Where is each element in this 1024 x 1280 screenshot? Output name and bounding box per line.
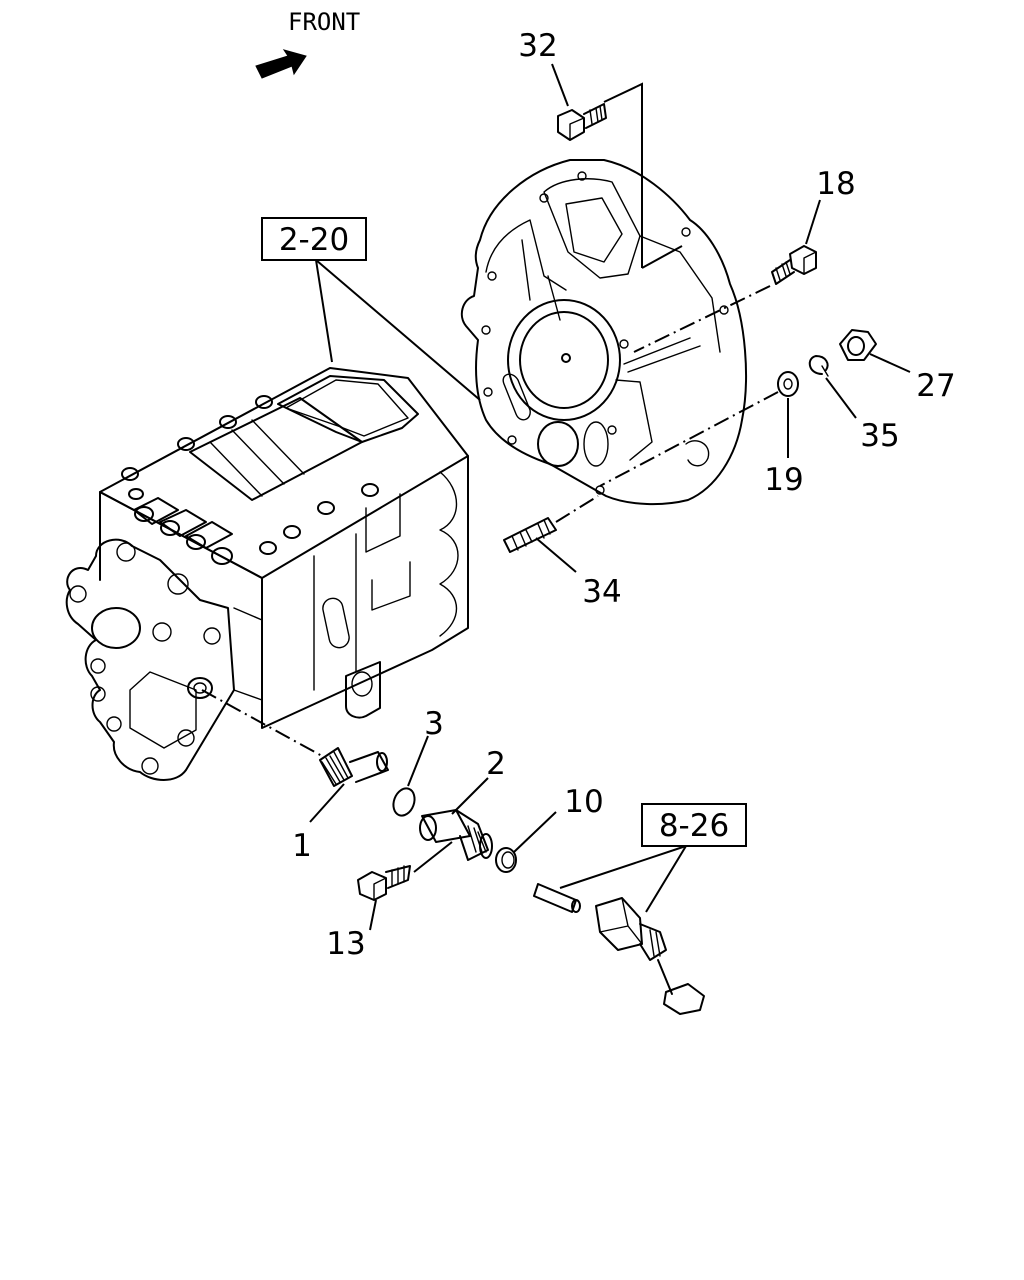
ref-box-2-20[interactable]: 2-20 — [261, 217, 367, 261]
stud-34 — [503, 517, 557, 553]
callout-labels: 32 18 27 35 19 34 3 2 10 1 13 — [292, 28, 956, 962]
seal-ring-10 — [495, 847, 517, 873]
ref-box-label: 8-26 — [659, 808, 729, 844]
callout-13: 13 — [326, 926, 365, 962]
speed-sensor-2 — [419, 809, 493, 861]
top-bolts — [121, 395, 379, 555]
bolt-18 — [771, 245, 817, 285]
nut-27 — [839, 329, 877, 361]
leader-lines — [201, 63, 911, 931]
callout-35: 35 — [860, 418, 899, 454]
front-direction-label: FRONT — [288, 8, 360, 36]
ref-box-label: 2-20 — [279, 222, 349, 258]
callout-32: 32 — [518, 28, 557, 64]
shift-rods — [133, 497, 233, 565]
transmission-case — [65, 367, 469, 781]
pin-8-26 — [533, 883, 581, 913]
shaft-1 — [319, 747, 389, 787]
callout-18: 18 — [816, 166, 855, 202]
pressure-switch-8-26 — [595, 897, 705, 1015]
callout-19: 19 — [764, 462, 803, 498]
bolt-13 — [357, 865, 411, 901]
bolt-32 — [557, 103, 607, 141]
callout-10: 10 — [564, 784, 603, 820]
callout-27: 27 — [916, 368, 955, 404]
callout-34: 34 — [582, 574, 621, 610]
callout-3: 3 — [424, 706, 444, 742]
callout-2: 2 — [486, 746, 506, 782]
lock-washer-35 — [808, 355, 829, 377]
washer-19 — [777, 371, 799, 397]
front-arrow-icon — [255, 49, 307, 79]
ref-box-8-26[interactable]: 8-26 — [641, 803, 747, 847]
o-ring-3 — [392, 787, 416, 817]
clutch-housing — [460, 159, 747, 506]
callout-1: 1 — [292, 828, 312, 864]
